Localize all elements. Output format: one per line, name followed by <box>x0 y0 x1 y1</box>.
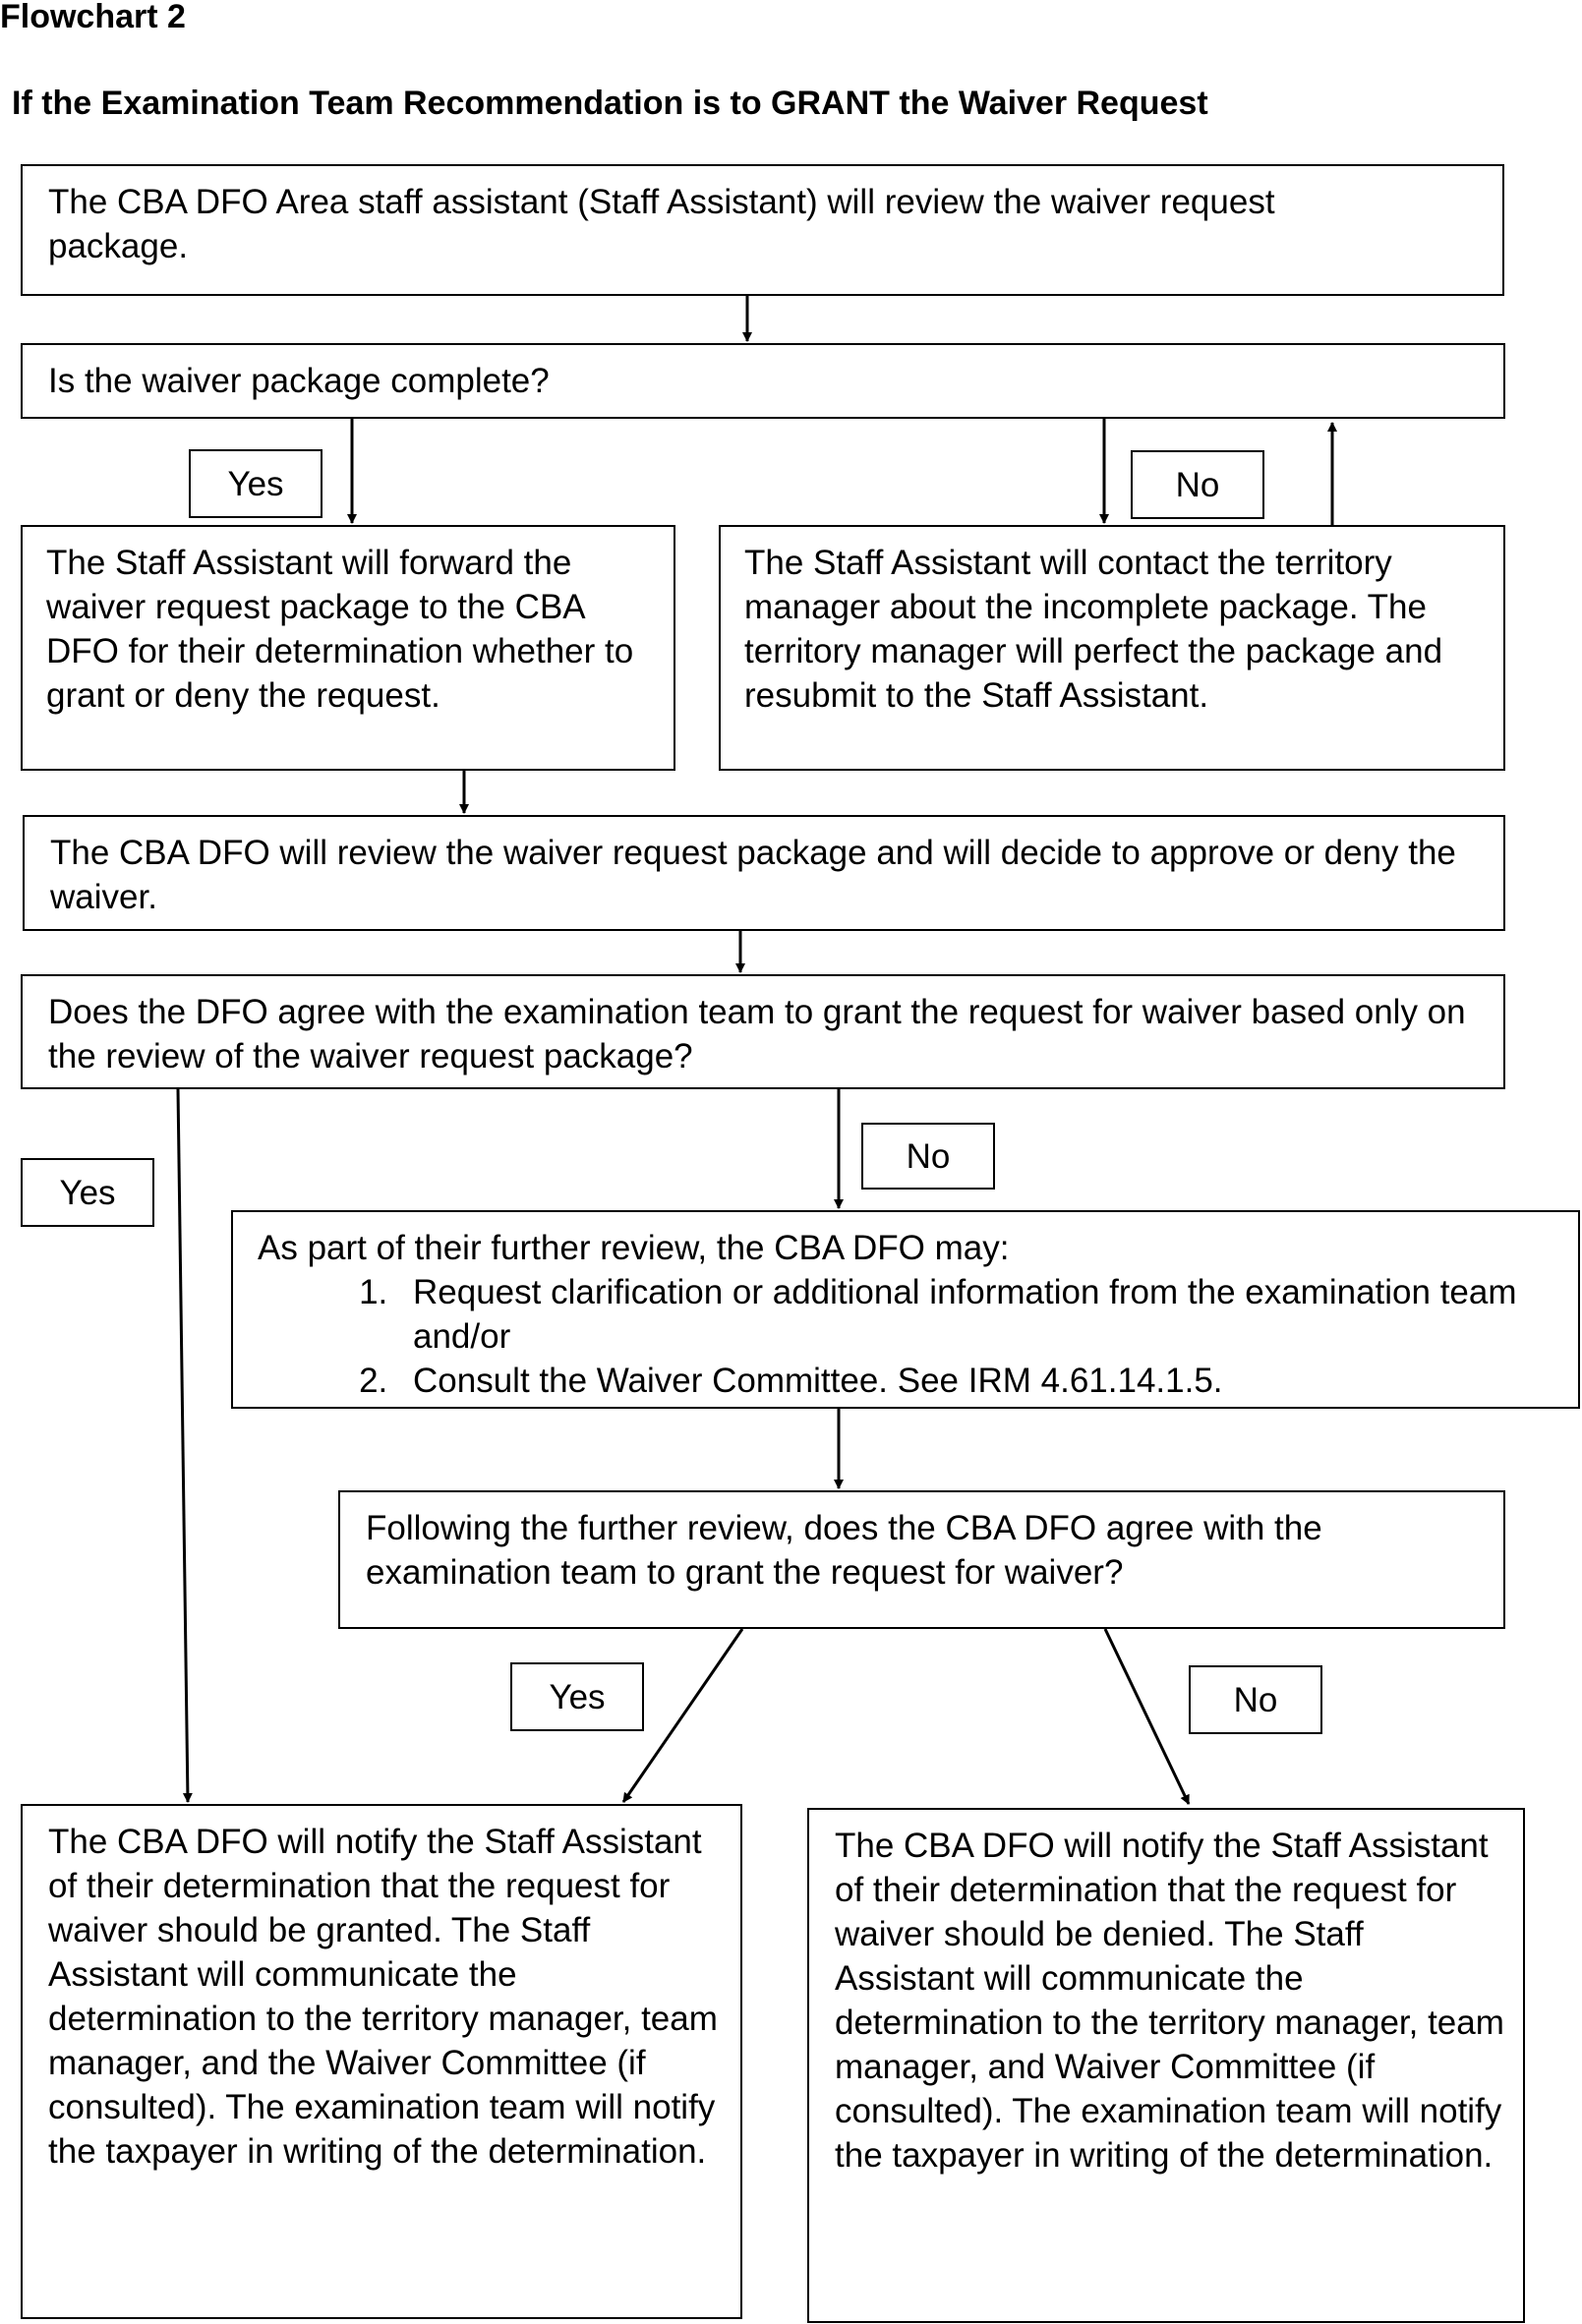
flowchart-label: Flowchart 2 <box>0 0 186 35</box>
yes-label-2: Yes <box>21 1158 154 1227</box>
forward-package-box: The Staff Assistant will forward the wai… <box>21 525 675 771</box>
agree-question-text: Does the DFO agree with the examination … <box>48 993 1466 1075</box>
denied-outcome-box: The CBA DFO will notify the Staff Assist… <box>807 1808 1525 2323</box>
denied-outcome-text: The CBA DFO will notify the Staff Assist… <box>835 1827 1504 2175</box>
yes-label-1: Yes <box>189 449 322 518</box>
further-review-options: Request clarification or additional info… <box>258 1270 1564 1403</box>
flowchart-subtitle: If the Examination Team Recommendation i… <box>12 85 1208 122</box>
further-review-intro-text: As part of their further review, the CBA… <box>258 1229 1010 1267</box>
forward-package-text: The Staff Assistant will forward the wai… <box>46 544 634 715</box>
granted-outcome-box: The CBA DFO will notify the Staff Assist… <box>21 1804 742 2319</box>
no-label-3: No <box>1189 1665 1322 1734</box>
no-label-1: No <box>1131 450 1264 519</box>
granted-outcome-text: The CBA DFO will notify the Staff Assist… <box>48 1823 718 2171</box>
dfo-review-text: The CBA DFO will review the waiver reque… <box>50 834 1456 916</box>
further-review-box: As part of their further review, the CBA… <box>231 1210 1580 1409</box>
no-label-2: No <box>861 1123 995 1190</box>
agree-question-box: Does the DFO agree with the examination … <box>21 974 1505 1089</box>
further-question-box: Following the further review, does the C… <box>338 1490 1505 1629</box>
further-review-option-1: Request clarification or additional info… <box>397 1270 1564 1359</box>
arrow-agree-yes-to-granted <box>176 1088 193 1803</box>
further-review-option-2: Consult the Waiver Committee. See IRM 4.… <box>397 1359 1564 1403</box>
contact-manager-text: The Staff Assistant will contact the ter… <box>744 544 1443 715</box>
yes-label-3: Yes <box>510 1662 644 1731</box>
contact-manager-box: The Staff Assistant will contact the ter… <box>719 525 1505 771</box>
complete-question-text: Is the waiver package complete? <box>48 362 550 400</box>
arrow-further-no-to-denied <box>1103 1628 1191 1805</box>
further-question-text: Following the further review, does the C… <box>366 1509 1322 1592</box>
review-package-box: The CBA DFO Area staff assistant (Staff … <box>21 164 1504 296</box>
complete-question-box: Is the waiver package complete? <box>21 343 1505 419</box>
dfo-review-box: The CBA DFO will review the waiver reque… <box>23 815 1505 931</box>
arrow-further-yes-to-granted <box>621 1628 744 1803</box>
review-package-text: The CBA DFO Area staff assistant (Staff … <box>48 183 1275 265</box>
